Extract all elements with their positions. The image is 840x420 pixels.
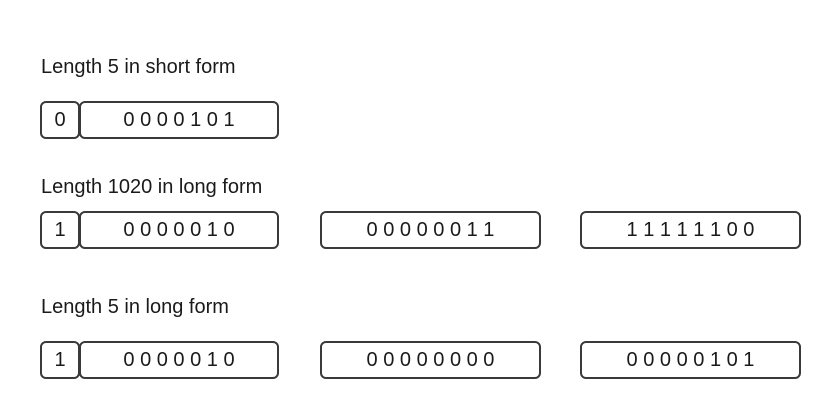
section-title-short-form-5: Length 5 in short form [41, 56, 236, 78]
length-flag-bit: 0 [40, 101, 80, 139]
length-byte-2: 0 0 0 0 0 1 0 1 [580, 341, 801, 379]
section-title-long-form-1020: Length 1020 in long form [41, 176, 263, 198]
length-byte-2: 1 1 1 1 1 1 0 0 [580, 211, 801, 249]
length-flag-bit: 1 [40, 341, 80, 379]
length-byte-1: 0 0 0 0 0 0 0 0 [320, 341, 541, 379]
length-byte-field: 0 0 0 0 1 0 1 [79, 101, 279, 139]
section-title-long-form-5: Length 5 in long form [41, 296, 229, 318]
length-count-field: 0 0 0 0 0 1 0 [79, 211, 279, 249]
length-count-field: 0 0 0 0 0 1 0 [79, 341, 279, 379]
length-byte-1: 0 0 0 0 0 0 1 1 [320, 211, 541, 249]
length-flag-bit: 1 [40, 211, 80, 249]
